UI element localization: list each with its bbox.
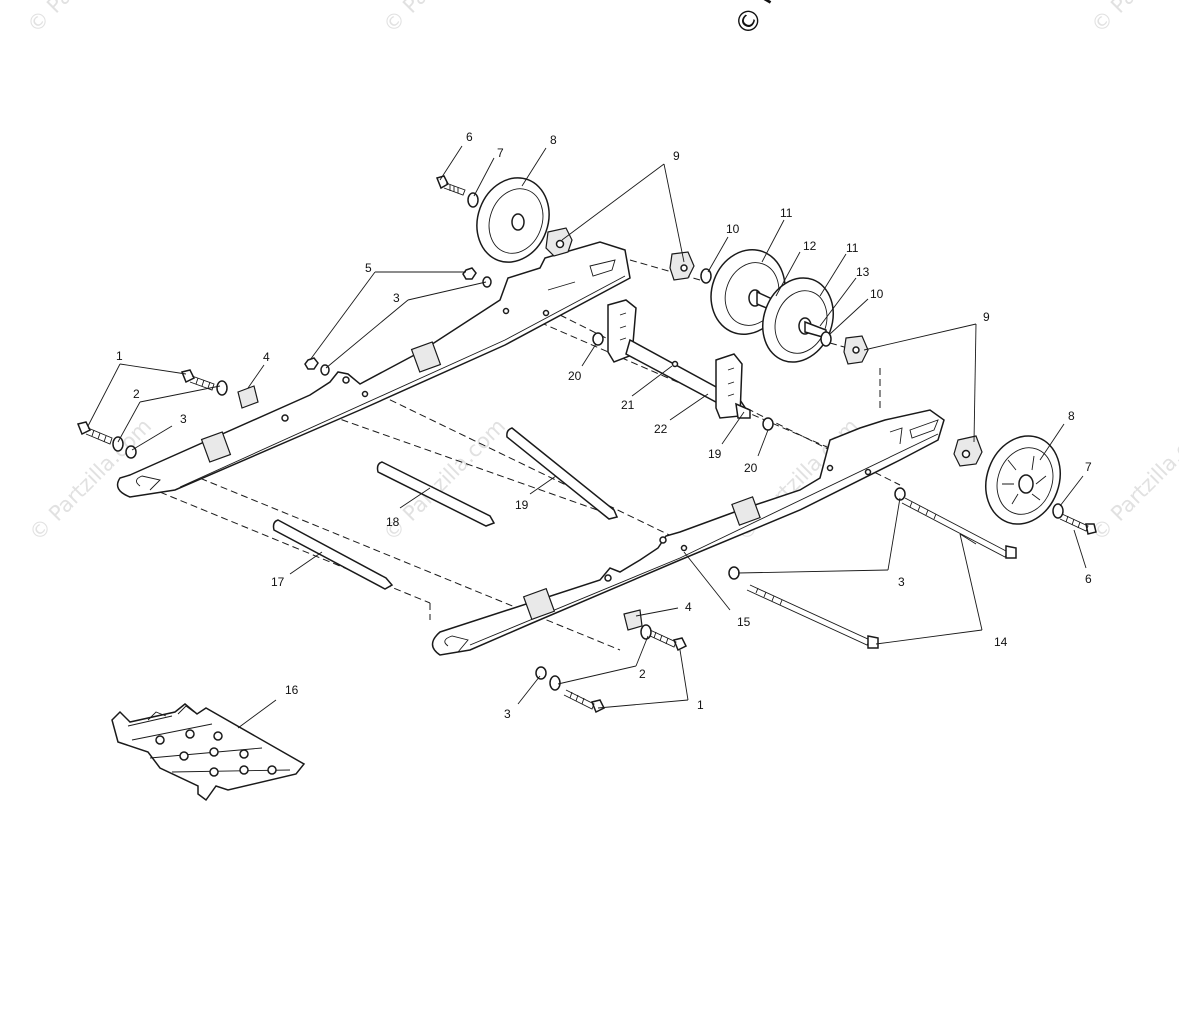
watermark-top-fragment: © Pa <box>727 0 790 42</box>
long-bolt-14-b <box>746 584 879 649</box>
callout-9: 9 <box>673 149 680 163</box>
callout-2: 2 <box>639 667 646 681</box>
wheels <box>476 177 1061 525</box>
shaft-19 <box>506 427 619 520</box>
washer-2-b <box>112 436 124 452</box>
callout-3: 3 <box>898 575 905 589</box>
callout-21: 21 <box>621 398 635 412</box>
washer-2-a <box>216 380 228 396</box>
wheel-brackets <box>545 227 983 467</box>
callout-1: 1 <box>116 349 123 363</box>
callout-14: 14 <box>994 635 1008 649</box>
wheel-8-top <box>476 177 550 263</box>
callout-6: 6 <box>466 130 473 144</box>
shaft-18 <box>376 461 496 527</box>
washer-3-e <box>728 566 740 580</box>
callout-labels: 1 2 3 4 5 3 6 7 8 9 10 11 12 11 13 10 9 … <box>116 130 1092 721</box>
washer-2-d <box>549 675 561 691</box>
watermark-top-mid: © Partzilla.com <box>379 0 511 38</box>
callout-4: 4 <box>263 350 270 364</box>
block-4-right <box>623 609 643 631</box>
callout-1: 1 <box>697 698 704 712</box>
rail-left <box>116 241 631 498</box>
watermark-top-left: © Partzilla.com <box>23 0 155 38</box>
bolt-6-top <box>435 175 466 196</box>
rear-axle-assembly <box>607 299 751 419</box>
callout-12: 12 <box>803 239 817 253</box>
block-4-left <box>237 385 259 409</box>
slider-clip-16 <box>111 703 306 802</box>
callout-3: 3 <box>504 707 511 721</box>
bolt-1-upper <box>180 369 215 391</box>
watermark-right: © Partzilla.com <box>1087 414 1179 546</box>
hardware <box>76 175 1097 714</box>
callout-20: 20 <box>744 461 758 475</box>
callout-18: 18 <box>386 515 400 529</box>
callout-19: 19 <box>708 447 722 461</box>
callout-22: 22 <box>654 422 668 436</box>
callout-8: 8 <box>550 133 557 147</box>
washer-7-top <box>467 192 479 208</box>
bolt-1-lower <box>76 421 113 445</box>
washer-3-f <box>535 666 547 680</box>
washer-20-b <box>762 417 774 431</box>
washer-10-a <box>700 268 712 284</box>
callout-7: 7 <box>497 146 504 160</box>
callout-2: 2 <box>133 387 140 401</box>
washer-2-c <box>640 624 652 640</box>
callout-13: 13 <box>856 265 870 279</box>
washer-20-a <box>592 332 604 346</box>
bolt-1-right-a <box>647 629 688 652</box>
bolt-1-right-b <box>563 689 606 714</box>
callout-6: 6 <box>1085 572 1092 586</box>
nut-5-b <box>304 357 319 370</box>
callout-16: 16 <box>285 683 299 697</box>
callout-9: 9 <box>983 310 990 324</box>
callout-5: 5 <box>365 261 372 275</box>
washer-3-c <box>125 445 137 459</box>
callout-19: 19 <box>515 498 529 512</box>
cross-shafts <box>272 427 619 590</box>
callout-3: 3 <box>393 291 400 305</box>
rail-right <box>431 409 945 656</box>
callout-17: 17 <box>271 575 285 589</box>
bolt-6-right <box>1059 513 1097 535</box>
callout-3: 3 <box>180 412 187 426</box>
callout-10: 10 <box>870 287 884 301</box>
callout-15: 15 <box>737 615 751 629</box>
callout-20: 20 <box>568 369 582 383</box>
washer-3-a <box>482 276 492 288</box>
washer-7-right <box>1052 503 1064 519</box>
long-bolt-14-a <box>901 497 1017 559</box>
callout-4: 4 <box>685 600 692 614</box>
leader-lines <box>87 145 1087 729</box>
callout-11: 11 <box>780 206 793 220</box>
callout-11: 11 <box>846 241 859 255</box>
callout-7: 7 <box>1085 460 1092 474</box>
watermark-top-right: © Partzilla.com <box>1087 0 1179 38</box>
callout-10: 10 <box>726 222 740 236</box>
nut-5-a <box>462 267 477 280</box>
washer-10-b <box>820 331 832 347</box>
shaft-17 <box>272 519 394 590</box>
callout-8: 8 <box>1068 409 1075 423</box>
